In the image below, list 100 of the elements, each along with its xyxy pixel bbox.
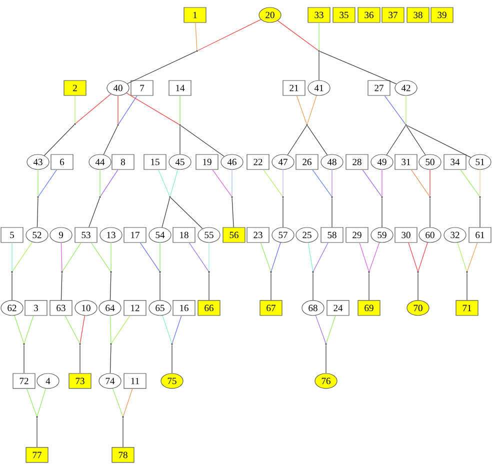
- connector-line: [312, 169, 332, 196]
- box-node: 22: [246, 154, 270, 170]
- connector-line: [277, 20, 318, 51]
- connector-line: [466, 272, 468, 301]
- box-node: 58: [320, 227, 344, 243]
- connector-line: [110, 272, 112, 301]
- connector-line: [64, 315, 80, 344]
- connector-line: [122, 418, 124, 448]
- box-node: 24: [326, 300, 350, 316]
- box-node: 5: [0, 227, 24, 243]
- box-node: 38: [406, 7, 430, 23]
- box-node: 73: [68, 373, 92, 389]
- box-node: 1: [184, 7, 206, 23]
- connector-line: [36, 418, 38, 448]
- connector-line: [170, 197, 203, 229]
- box-node: 7: [130, 80, 154, 96]
- connector-line: [170, 169, 178, 196]
- ellipse-node: 49: [370, 154, 394, 170]
- connector-line: [318, 22, 320, 50]
- box-node: 28: [346, 154, 368, 170]
- connector-line: [313, 242, 328, 272]
- ellipse-node: 46: [220, 154, 244, 170]
- connector-line: [158, 169, 170, 196]
- box-node: 3: [24, 300, 48, 316]
- box-node: 18: [172, 227, 196, 243]
- connector-line: [172, 315, 182, 344]
- box-node: 11: [124, 373, 146, 389]
- connector-line: [162, 315, 172, 344]
- box-node: 36: [358, 7, 380, 23]
- box-node: 77: [26, 447, 48, 463]
- connector-line: [74, 95, 76, 124]
- connector-line: [24, 315, 34, 344]
- connector-line: [308, 242, 314, 272]
- box-node: 15: [144, 154, 166, 170]
- box-node: 66: [198, 300, 220, 316]
- ellipse-node: 44: [88, 154, 112, 170]
- connector-line: [88, 198, 100, 228]
- connector-line: [111, 315, 130, 344]
- box-node: 61: [468, 227, 492, 243]
- ellipse-node: 20: [258, 7, 282, 23]
- ellipse-node: 25: [296, 227, 318, 243]
- connector-line: [14, 315, 24, 344]
- connector-line: [110, 242, 112, 272]
- connector-line: [411, 169, 430, 196]
- connector-line: [60, 272, 62, 301]
- connector-line: [12, 242, 33, 272]
- connector-line: [406, 125, 472, 158]
- ellipse-node: 47: [272, 154, 294, 170]
- ellipse-node: 41: [308, 80, 330, 96]
- ellipse-node: 57: [272, 227, 294, 243]
- connector-line: [467, 242, 478, 272]
- ellipse-node: 32: [444, 227, 466, 243]
- connector-line: [62, 242, 82, 272]
- connector-line: [198, 19, 262, 51]
- connector-line: [362, 169, 382, 196]
- connector-line: [44, 124, 75, 156]
- ellipse-node: 50: [418, 154, 442, 170]
- connector-line: [90, 242, 111, 272]
- connector-line: [271, 242, 281, 272]
- box-node: 30: [394, 227, 418, 243]
- box-node: 19: [196, 154, 218, 170]
- connector-line: [418, 242, 428, 272]
- connector-line: [212, 169, 232, 196]
- ellipse-node: 75: [160, 373, 184, 389]
- box-node: 23: [246, 227, 270, 243]
- connector-line: [38, 169, 57, 196]
- connector-line: [80, 315, 86, 344]
- box-node: 63: [50, 300, 72, 316]
- connector-line: [307, 95, 317, 124]
- connector-line: [368, 272, 370, 301]
- connector-line: [307, 126, 328, 156]
- connector-line: [282, 169, 284, 196]
- ellipse-node: 51: [468, 154, 492, 170]
- box-node: 29: [346, 227, 368, 243]
- box-node: 17: [124, 227, 146, 243]
- box-node: 27: [368, 80, 390, 96]
- connector-line: [232, 198, 234, 228]
- connector-line: [460, 169, 480, 196]
- box-node: 37: [382, 7, 404, 23]
- connector-line: [112, 388, 123, 416]
- connector-line: [318, 52, 320, 81]
- connector-line: [326, 315, 336, 344]
- ellipse-node: 74: [98, 373, 122, 389]
- connector-line: [126, 92, 180, 125]
- connector-line: [386, 126, 406, 156]
- connector-line: [408, 242, 418, 272]
- connector-line: [188, 242, 209, 272]
- connector-line: [406, 126, 426, 156]
- box-node: 12: [124, 300, 146, 316]
- ellipse-node: 70: [406, 300, 430, 316]
- connector-line: [359, 242, 369, 272]
- connector-line: [287, 126, 307, 156]
- connector-line: [457, 242, 467, 272]
- ellipse-node: 52: [26, 227, 48, 243]
- connector-line: [384, 95, 406, 124]
- ellipse-node: 64: [98, 300, 122, 316]
- ellipse-node: 76: [314, 373, 338, 389]
- ellipse-node: 48: [320, 154, 344, 170]
- box-node: 21: [282, 80, 306, 96]
- connector-line: [76, 94, 112, 124]
